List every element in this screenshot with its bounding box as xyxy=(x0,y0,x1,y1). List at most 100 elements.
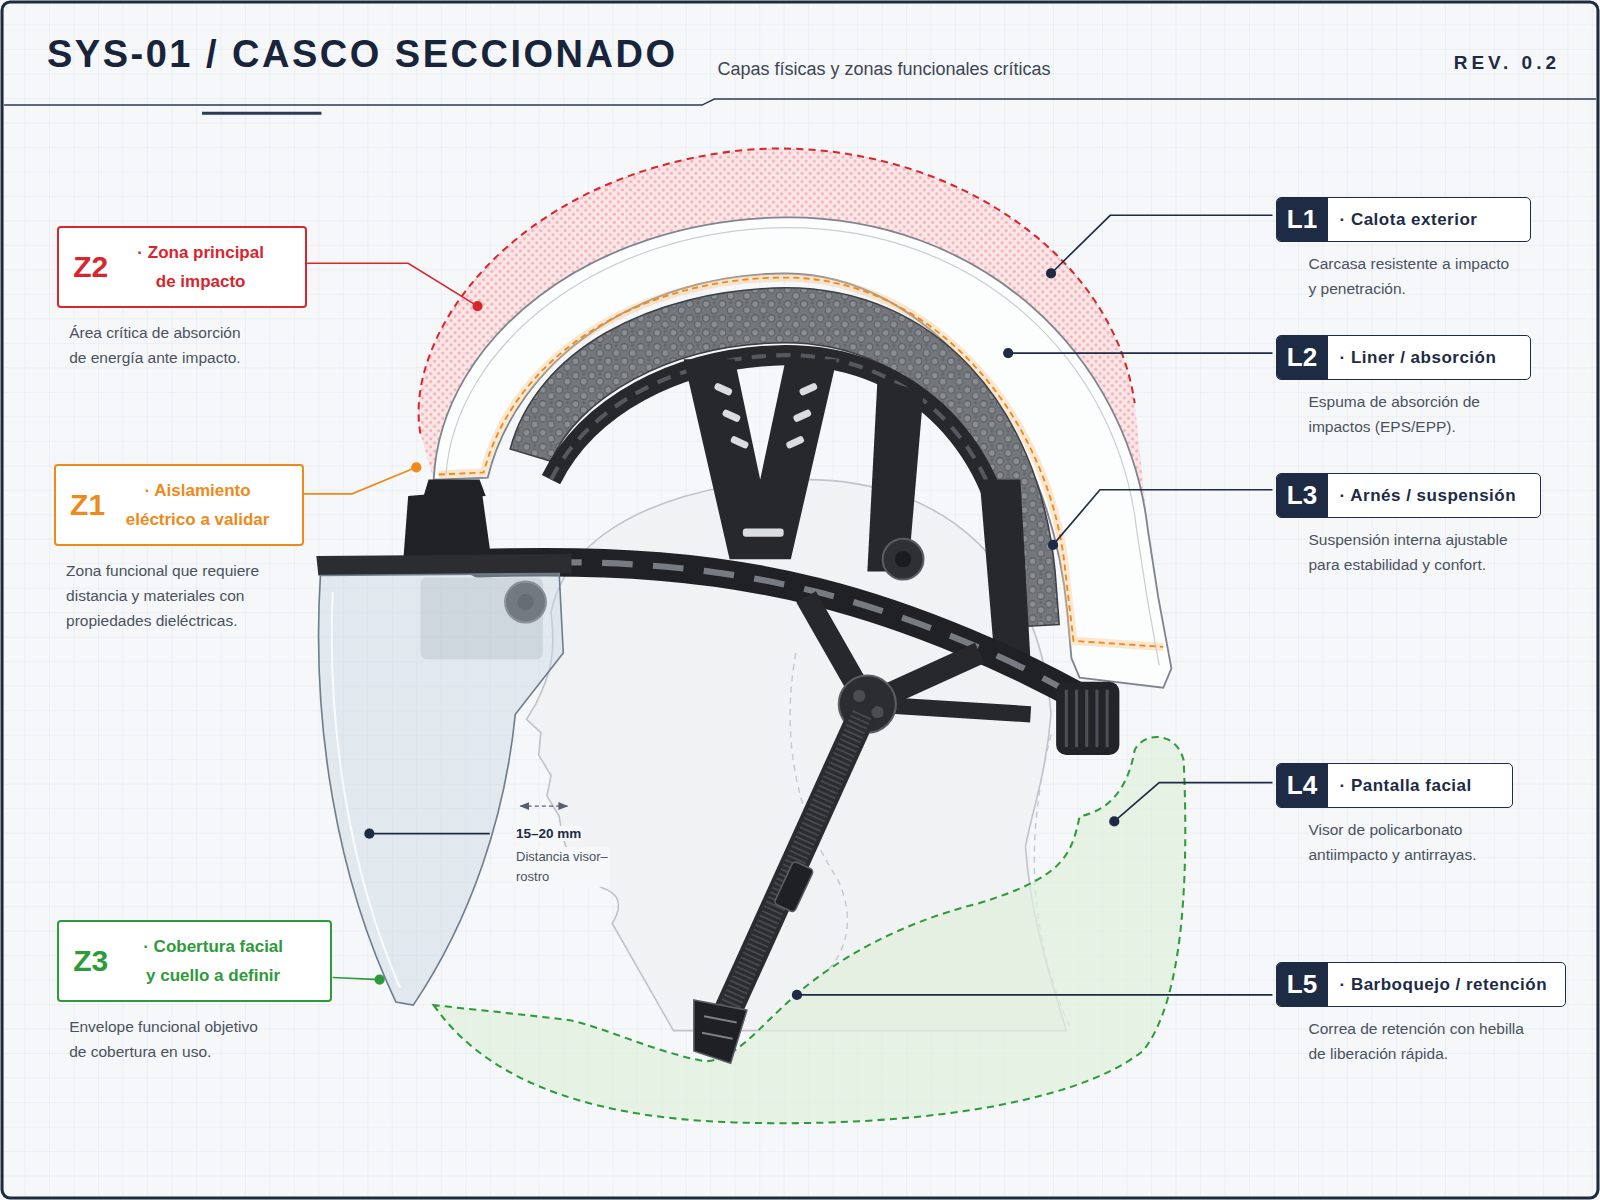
leader-dots xyxy=(1048,540,1058,550)
chin-strap xyxy=(694,1000,747,1063)
leader-dots xyxy=(1046,268,1056,278)
chin-strap xyxy=(774,861,814,913)
suspension-harness xyxy=(713,382,733,396)
callout-number: L5 xyxy=(1277,963,1328,1006)
callout-number: L1 xyxy=(1277,198,1328,241)
callout-number: Z2 xyxy=(73,252,108,282)
callout-description: Visor de policarbonato antiimpacto y ant… xyxy=(1276,817,1516,867)
callout-number: Z1 xyxy=(70,490,105,520)
callout-box: Z1 · Aislamiento eléctrico a validar xyxy=(54,464,304,546)
suspension-harness xyxy=(551,355,1018,653)
suspension-harness xyxy=(792,409,812,423)
callout-description: Correa de retención con hebilla de liber… xyxy=(1276,1016,1535,1066)
face-shield xyxy=(319,573,564,1005)
chin-strap xyxy=(714,714,862,1041)
callout-number: L3 xyxy=(1277,474,1328,517)
callout-description: Espuma de absorción de impactos (EPS/EPP… xyxy=(1276,389,1516,439)
leader-dots xyxy=(1003,348,1013,358)
suspension-harness xyxy=(480,562,1092,704)
suspension-harness xyxy=(853,690,865,702)
callout-box: L2· Liner / absorción xyxy=(1276,335,1531,380)
callout-description: Envelope funcional objetivo de cobertura… xyxy=(57,1014,269,1064)
page-frame xyxy=(202,112,321,115)
page-title: SYS-01 / CASCO SECCIONADO xyxy=(47,34,678,76)
leader-dots xyxy=(374,974,384,984)
callout-box: L4· Pantalla facial xyxy=(1276,763,1513,808)
callout-description: Zona funcional que requiere distancia y … xyxy=(54,558,281,633)
leader-dots xyxy=(472,301,482,311)
callout-box: L3· Arnés / suspensión xyxy=(1276,473,1541,518)
callout-description: Carcasa resistente a impacto y penetraci… xyxy=(1276,251,1515,301)
visor-bracket xyxy=(403,490,492,563)
leader-dots xyxy=(1109,816,1119,826)
dimension-arrow xyxy=(520,806,567,807)
leader-lines xyxy=(1051,215,1272,273)
callout-label: · Calota exterior xyxy=(1328,198,1496,241)
layer-callout: L2· Liner / absorciónEspuma de absorción… xyxy=(1276,335,1531,439)
callout-number: Z3 xyxy=(73,946,108,976)
suspension-harness xyxy=(883,539,924,580)
chin-strap xyxy=(714,714,862,1041)
callout-number: L4 xyxy=(1277,764,1328,807)
leader-lines xyxy=(1053,490,1272,545)
suspension-harness xyxy=(480,355,1120,755)
chin-strap xyxy=(694,714,862,1063)
face-neck-zone xyxy=(434,737,1186,1123)
suspension-harness xyxy=(743,529,784,537)
suspension-harness xyxy=(895,551,911,567)
callout-description: Suspensión interna ajustable para estabi… xyxy=(1276,527,1519,577)
leader-lines xyxy=(307,263,477,306)
leader-lines xyxy=(797,994,1273,996)
zone-callout: Z2 · Zona principal de impactoÁrea crític… xyxy=(57,226,307,370)
suspension-harness xyxy=(730,435,750,449)
leader-lines xyxy=(333,978,380,980)
layer-callout: L3· Arnés / suspensiónSuspensión interna… xyxy=(1276,473,1541,577)
revision-label: REV. 0.2 xyxy=(1454,52,1560,74)
leader-lines xyxy=(1008,352,1272,354)
zone-callout: Z3 · Cobertura facial y cuello a definirE… xyxy=(57,920,332,1064)
page-subtitle: Capas físicas y zonas funcionales crític… xyxy=(717,58,1050,80)
zone-callout: Z1 · Aislamiento eléctrico a validarZona … xyxy=(54,464,304,633)
suspension-harness xyxy=(1066,690,1107,747)
suspension-harness xyxy=(551,355,1018,653)
suspension-harness xyxy=(799,382,819,396)
callout-label: · Aislamiento eléctrico a validar xyxy=(117,476,279,534)
leader-lines xyxy=(304,215,1272,995)
callout-box: L5· Barboquejo / retención xyxy=(1276,962,1567,1007)
page-frame xyxy=(4,99,1596,105)
callout-label: · Zona principal de impacto xyxy=(130,238,272,296)
suspension-harness xyxy=(785,435,805,449)
dimension-label: Distancia visor–rostro xyxy=(514,847,610,887)
callout-number: L2 xyxy=(1277,336,1328,379)
callout-label: · Pantalla facial xyxy=(1328,764,1490,807)
layer-callout: L1· Calota exteriorCarcasa resistente a … xyxy=(1276,197,1531,301)
leader-dots xyxy=(364,829,374,839)
callout-label: · Barboquejo / retención xyxy=(1328,963,1566,1006)
callout-label: · Arnés / suspensión xyxy=(1328,474,1535,517)
callout-label: · Liner / absorción xyxy=(1328,336,1515,379)
leader-lines xyxy=(1114,783,1272,822)
leader-dots xyxy=(792,990,802,1000)
leader-lines xyxy=(304,467,416,494)
suspension-harness xyxy=(500,562,1071,694)
suspension-harness xyxy=(722,409,742,423)
suspension-harness xyxy=(1056,682,1119,755)
face-neck-zone xyxy=(434,737,1186,1123)
layer-callout: L5· Barboquejo / retenciónCorrea de rete… xyxy=(1276,962,1567,1066)
suspension-harness xyxy=(806,597,979,704)
chin-strap xyxy=(702,1016,737,1038)
dimension-value: 15–20 mm xyxy=(514,826,583,841)
face-shield xyxy=(319,573,564,1005)
leader-lines xyxy=(369,833,489,835)
callout-box: Z2 · Zona principal de impacto xyxy=(57,226,307,308)
leader-dots xyxy=(364,268,1119,1000)
callout-label: · Cobertura facial y cuello a definir xyxy=(139,932,287,990)
suspension-harness xyxy=(980,480,1031,664)
face-shield xyxy=(332,592,400,988)
leader-dots xyxy=(411,462,421,472)
callout-description: Área crítica de absorción de energía ant… xyxy=(57,320,251,370)
suspension-harness xyxy=(871,706,883,718)
